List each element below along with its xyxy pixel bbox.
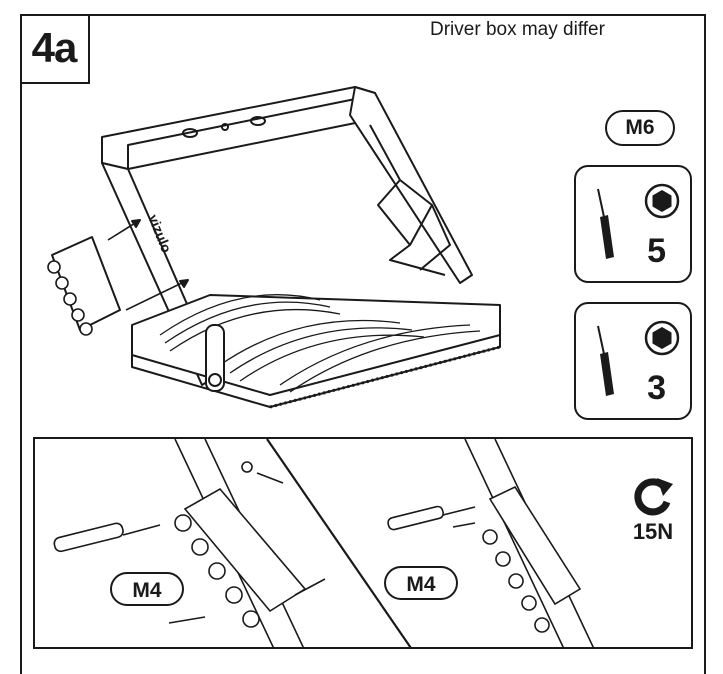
torque-value: 15N (632, 519, 674, 544)
instruction-frame (20, 14, 706, 674)
bracket-top-bar (101, 86, 376, 170)
detail-driver-box-right (488, 485, 582, 606)
screwdriver-icon (597, 183, 680, 259)
tool-card-hex-5: 5 (574, 165, 692, 283)
screw-spec-m4-left: M4 (132, 579, 161, 602)
torque-indicator: 15N (613, 474, 693, 545)
luminaire-illustration: vizulo (47, 86, 501, 409)
detail-illustration: M4 M4 (53, 439, 594, 647)
hex-size-3: 3 (647, 369, 666, 407)
tighten-arrow-icon (634, 478, 673, 516)
screw-spec-m6: M6 (605, 110, 675, 146)
screwdriver-icon (597, 320, 680, 396)
screw-spec-m4-right: M4 (406, 573, 435, 596)
step-number: 4a (20, 14, 90, 84)
bracket-right-arm (349, 86, 473, 284)
detail-panel: M4 M4 (33, 437, 693, 649)
driver-box-note: Driver box may differ (430, 19, 605, 40)
tool-card-hex-3: 3 (574, 302, 692, 420)
hex-size-5: 5 (647, 232, 666, 270)
